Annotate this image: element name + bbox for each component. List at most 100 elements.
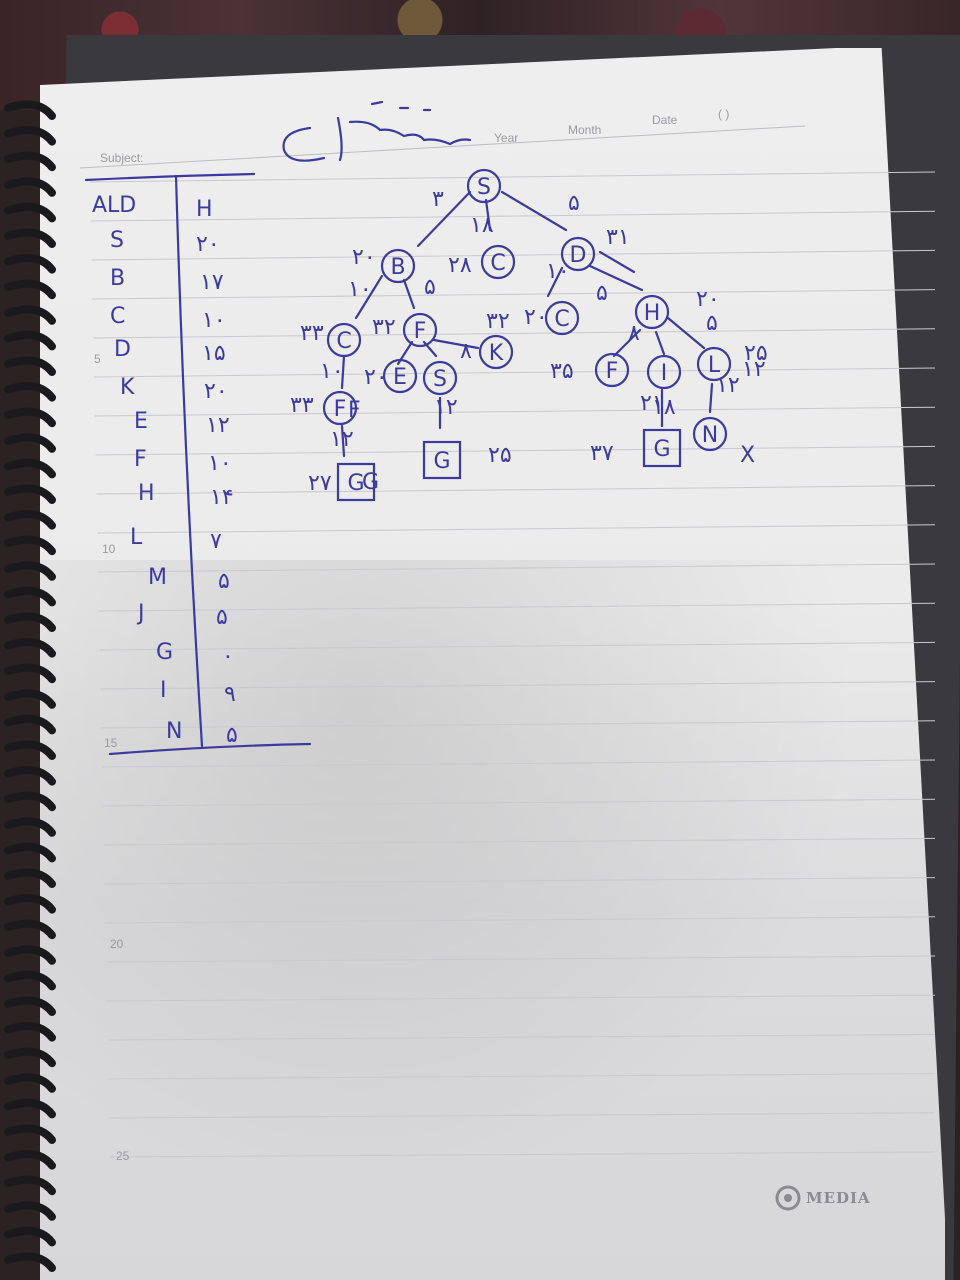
ruled-line [90, 210, 936, 222]
path-cost-label: ۳۲ [372, 315, 396, 340]
tree-node: G [422, 440, 462, 480]
tree-node-label: E [393, 365, 407, 390]
path-cost-label: ۳۳ [290, 393, 314, 418]
binding-ring [4, 970, 56, 991]
ruled-line [101, 759, 936, 768]
ruled-line [100, 681, 936, 690]
edge-cost-label: ۱۲ [742, 357, 766, 382]
heuristic-table-frame [84, 172, 312, 756]
table-node-name: J [136, 601, 145, 626]
node-circle [466, 168, 502, 204]
ruled-line [109, 1151, 936, 1158]
tree-node-label: S [433, 367, 447, 392]
subject-label: Subject: [100, 151, 143, 165]
path-cost-label: ۲۷ [308, 471, 332, 496]
ruled-line [103, 837, 936, 846]
binding-ring [4, 663, 56, 684]
goal-box [336, 462, 376, 502]
binding-ring [4, 305, 56, 325]
binding-ring [4, 458, 56, 479]
tree-node: E [382, 358, 418, 394]
ruled-line [93, 328, 936, 339]
table-node-value: ۵ [216, 605, 228, 630]
goal-box [642, 428, 682, 468]
line-number-20: 20 [110, 937, 124, 951]
ruled-line [101, 720, 936, 729]
edge-cost-label: ۵ [568, 191, 580, 216]
path-cost-label: ۲۰ [524, 305, 548, 330]
binding-ring [4, 254, 56, 274]
tree-node-label: F [606, 359, 619, 384]
binding-ring [4, 586, 56, 607]
binding-ring [4, 1124, 56, 1144]
tree-node: K [478, 334, 514, 370]
binding-ring [4, 1252, 56, 1272]
edge-cost-label: ۱۲ [434, 395, 458, 420]
binding-ring [4, 868, 56, 888]
edge-cost-label: ۵ [424, 275, 436, 300]
tree-node: S [466, 168, 502, 204]
ruled-line [96, 485, 936, 495]
tree-node: H [634, 294, 670, 330]
binding-ring [4, 1226, 56, 1247]
ruled-line [107, 1033, 936, 1041]
spiral-binding [4, 100, 56, 1272]
binding-ring [4, 1047, 56, 1068]
binding-ring [4, 535, 56, 556]
tree-node-label: G [653, 437, 670, 462]
table-node-value: ۷ [210, 529, 222, 554]
binding-ring [4, 228, 56, 248]
brand-logo: MEDIA [775, 1185, 870, 1211]
ruled-line [104, 877, 936, 885]
tree-node: F [348, 398, 361, 423]
edge-cost-label: ۸ [628, 321, 640, 346]
tree-node-label: N [702, 423, 718, 448]
table-node-value: H [196, 197, 213, 222]
edge-cost-label: ۱۲ [716, 373, 740, 398]
binding-ring [4, 202, 56, 223]
edge-cost-label: ۵ [596, 281, 608, 306]
header-rule [79, 125, 806, 169]
binding-ring [4, 100, 56, 120]
path-cost-label: ۳۵ [550, 359, 574, 384]
table-node-name: N [166, 719, 182, 744]
table-node-value: ۱۷ [200, 270, 224, 295]
ruled-line [89, 171, 936, 183]
ruled-lines [79, 125, 936, 1158]
ruled-line [105, 916, 936, 924]
tree-node-label: C [490, 251, 505, 276]
binding-ring [4, 638, 56, 658]
ruled-line [97, 563, 936, 573]
binding-ring [4, 791, 56, 812]
path-cost-label: ۳۷ [590, 441, 614, 466]
binding-ring [4, 612, 56, 632]
brand-gear-icon [775, 1185, 801, 1211]
tree-node: N [692, 416, 728, 452]
tree-node-label: S [477, 175, 491, 200]
binding-ring [4, 433, 56, 453]
handwritten-title [282, 100, 472, 162]
table-node-value: ۱۲ [206, 413, 230, 438]
table-node-name: L [130, 525, 143, 550]
ruled-line [94, 406, 936, 417]
binding-ring [4, 1150, 56, 1170]
edge-cost-label: ۱۰ [546, 259, 570, 284]
table-node-name: C [110, 304, 125, 329]
node-circle [594, 352, 630, 388]
edge-cost-label: ۸ [460, 339, 472, 364]
tree-node: F [322, 390, 358, 426]
tree-node-label: G [362, 470, 379, 495]
binding-ring [4, 894, 56, 914]
node-circle [322, 390, 358, 426]
binding-ring [4, 996, 56, 1016]
tree-node-label: C [336, 329, 351, 354]
tree-node: C [326, 322, 362, 358]
